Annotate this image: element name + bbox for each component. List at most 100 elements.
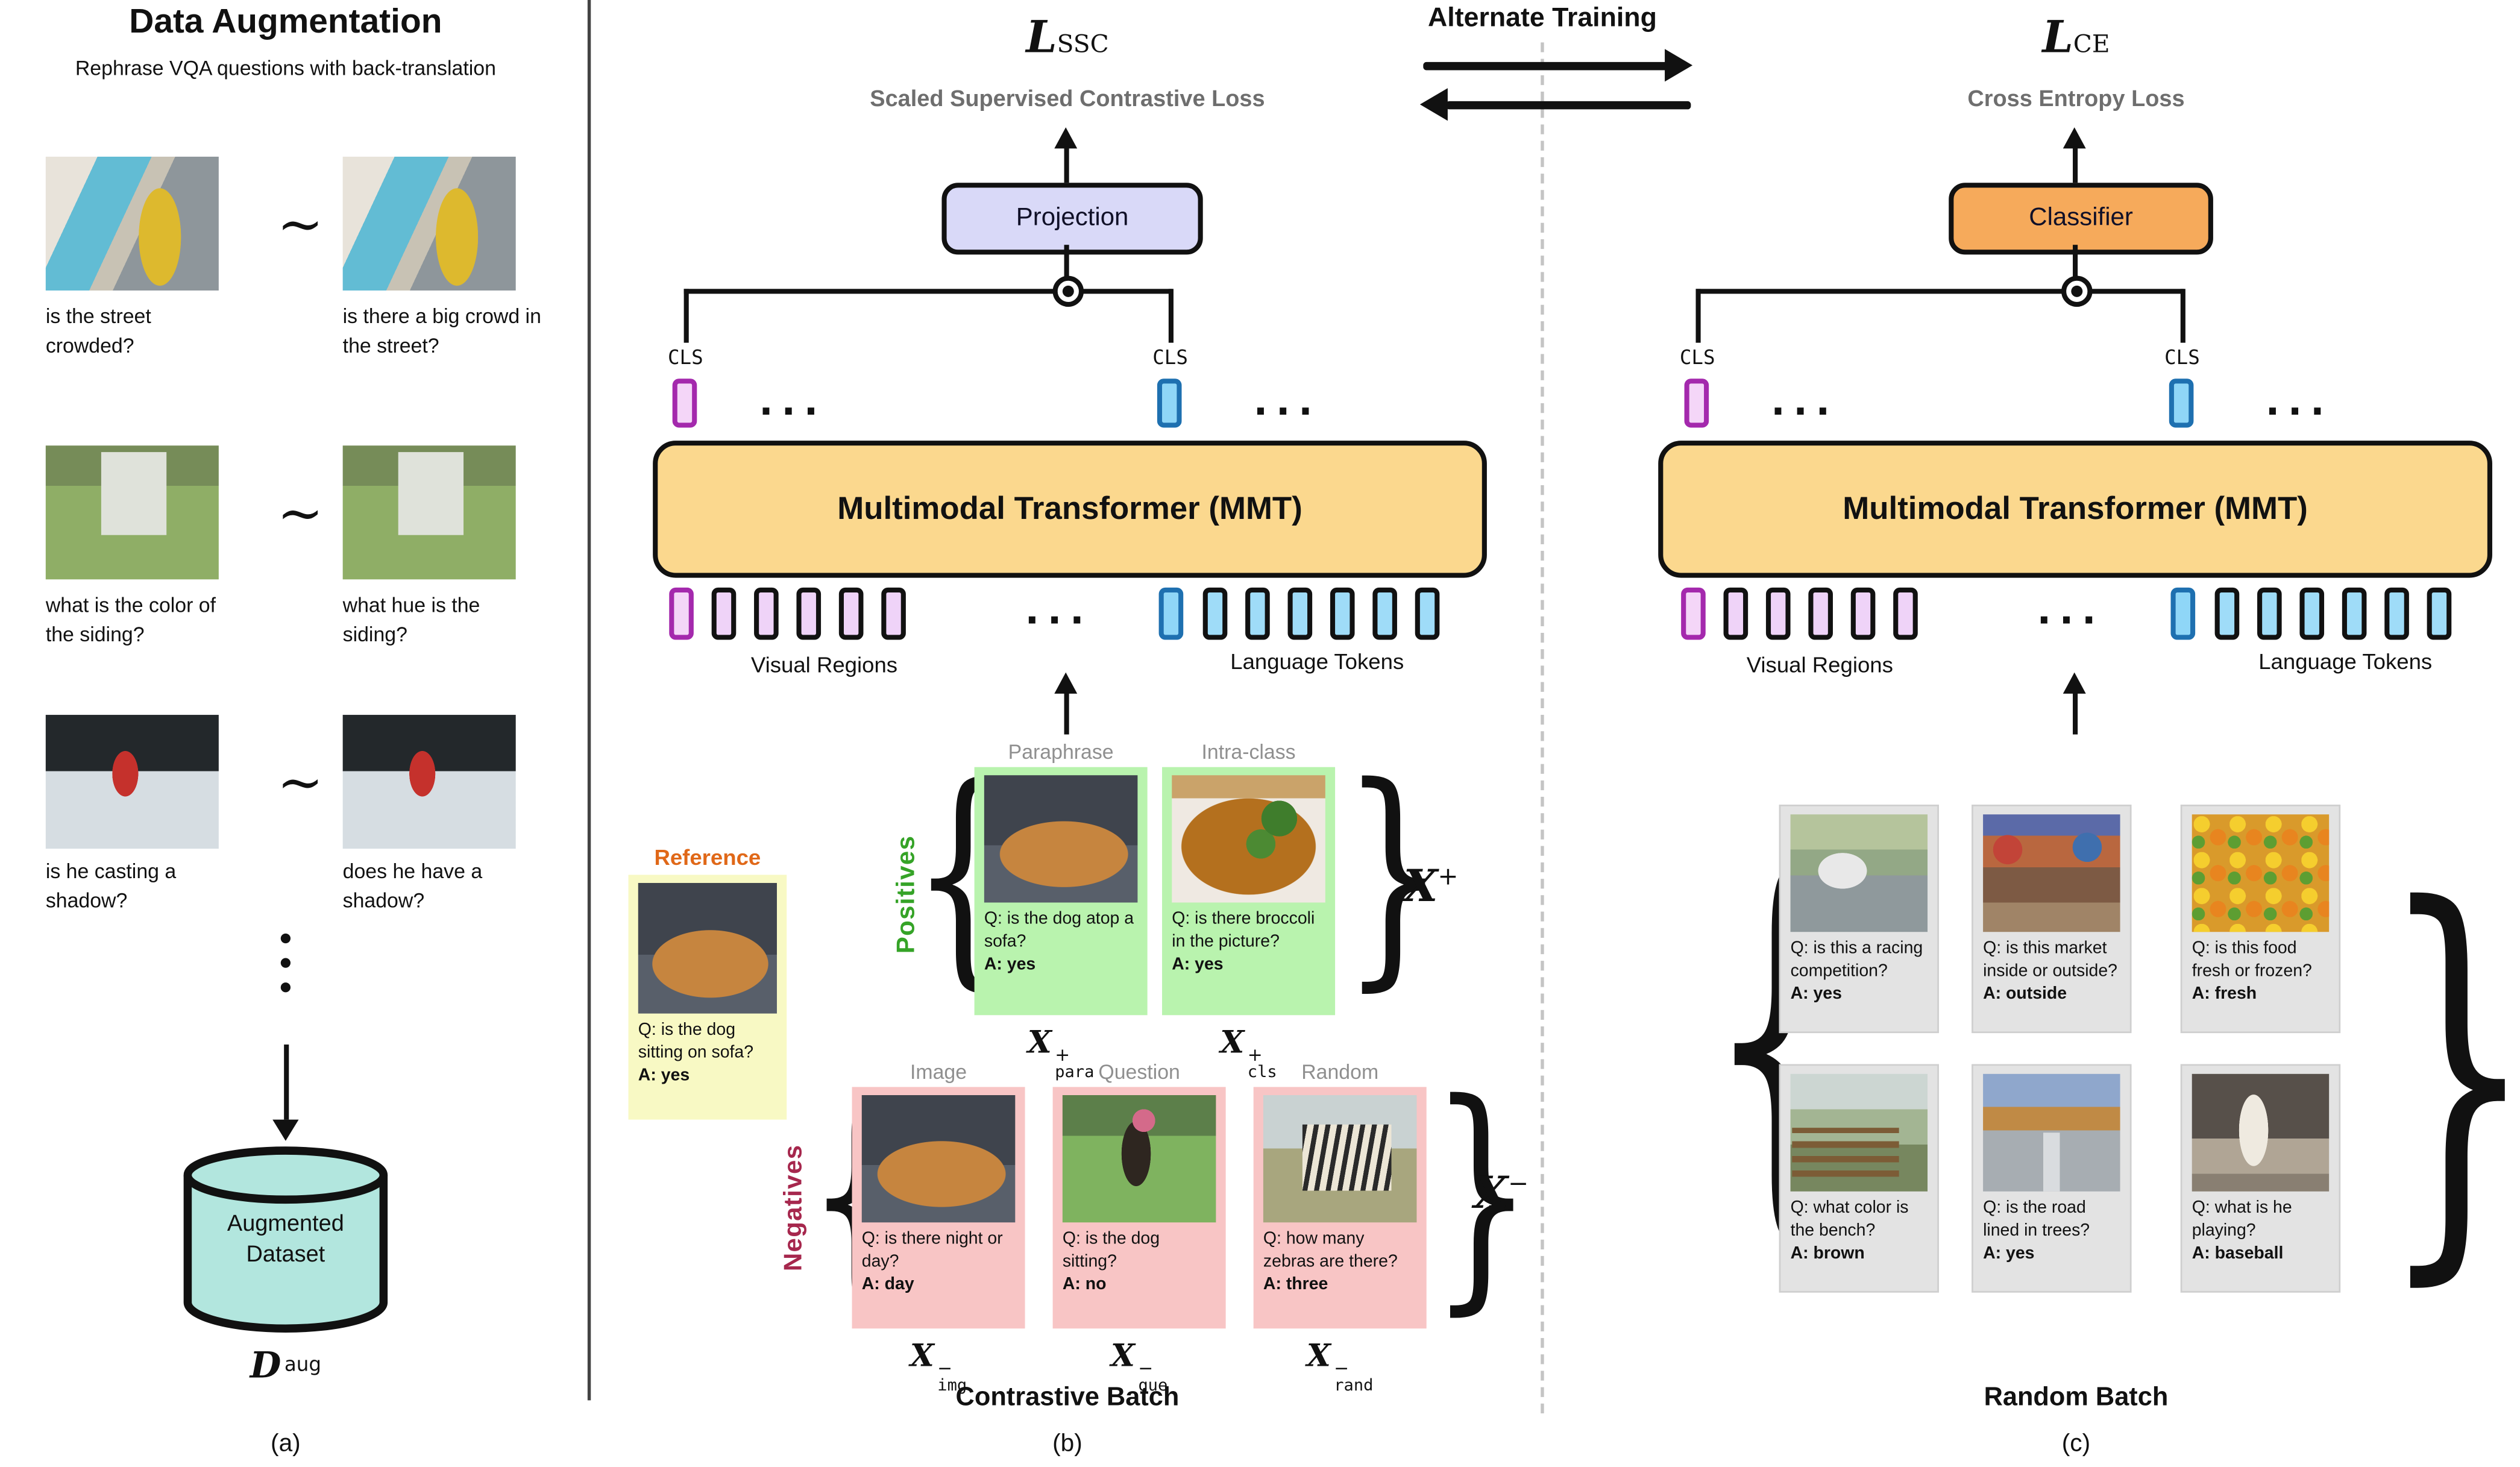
image-header: Image bbox=[910, 1061, 967, 1084]
arrow-right-icon bbox=[1665, 49, 1693, 82]
image-negative-card: Q: is there night or day? A: day bbox=[852, 1087, 1025, 1329]
card-answer: A: yes bbox=[1983, 1244, 2035, 1264]
negatives-right-brace: } bbox=[1430, 1050, 1534, 1337]
baseball-player-photo bbox=[2192, 1073, 2330, 1192]
tilde-icon: ~ bbox=[277, 750, 324, 816]
ellipsis: ... bbox=[1771, 382, 1838, 425]
racing-card: Q: is this a racing competition? A: yes bbox=[1779, 804, 1939, 1034]
pair2-left-question: what is the color of the siding? bbox=[45, 594, 216, 646]
card-question: Q: is the road lined in trees? bbox=[1983, 1198, 2090, 1240]
arrow-left-icon bbox=[1419, 88, 1448, 121]
language-cls-token bbox=[1157, 379, 1182, 428]
visual-token bbox=[796, 587, 822, 640]
classifier-connector bbox=[2073, 245, 2077, 291]
paraphrase-header: Paraphrase bbox=[1008, 741, 1114, 764]
arrow-down-icon bbox=[272, 1119, 299, 1141]
panel-a-title: Data Augmentation bbox=[129, 3, 442, 41]
language-cls-token bbox=[2169, 379, 2194, 428]
positives-right-brace: } bbox=[1341, 735, 1446, 1013]
visual-token bbox=[881, 587, 906, 640]
ellipsis: ... bbox=[759, 382, 826, 425]
language-token bbox=[2170, 587, 2196, 640]
house-siding-photo-augmented bbox=[342, 445, 516, 580]
bench-card: Q: what color is the bench? A: brown bbox=[1779, 1064, 1939, 1293]
bench-photo bbox=[1790, 1073, 1928, 1192]
mmt-box-b: Multimodal Transformer (MMT) bbox=[653, 441, 1487, 578]
card-answer: A: brown bbox=[1790, 1244, 1865, 1264]
road-card: Q: is the road lined in trees? A: yes bbox=[1972, 1064, 2132, 1293]
ellipsis: ... bbox=[1025, 591, 1093, 633]
language-tokens-label-c: Language Tokens bbox=[2258, 649, 2433, 674]
arrow-up-icon bbox=[1054, 127, 1078, 149]
baseball-card: Q: what is he playing? A: baseball bbox=[2180, 1064, 2341, 1293]
panel-b-caption: (b) bbox=[1052, 1430, 1082, 1458]
panel-divider-ab bbox=[587, 0, 590, 1401]
visual-regions-label-b: Visual Regions bbox=[750, 653, 898, 677]
pair1-left-question: is the street crowded? bbox=[45, 305, 151, 357]
paraphrase-tag: X+para bbox=[1027, 1025, 1095, 1082]
skier-photo-augmented bbox=[342, 715, 516, 849]
language-token bbox=[1415, 587, 1440, 640]
reference-label: Reference bbox=[654, 845, 761, 870]
visual-regions-label-c: Visual Regions bbox=[1746, 653, 1893, 677]
street-hydrant-photo bbox=[45, 156, 219, 291]
arrow-up-icon bbox=[2063, 127, 2086, 149]
contrastive-batch-label: Contrastive Batch bbox=[955, 1384, 1180, 1412]
intra-class-tag: X+cls bbox=[1220, 1025, 1277, 1082]
arrow-up-icon bbox=[2063, 672, 2086, 694]
card-question: Q: what is he playing? bbox=[2192, 1198, 2292, 1240]
card-answer: A: yes bbox=[1790, 984, 1842, 1005]
question-negative-tag: X−que bbox=[1110, 1338, 1168, 1395]
language-token bbox=[2384, 587, 2409, 640]
negatives-set-symbol: X− bbox=[1474, 1168, 1529, 1219]
arrow-up-icon bbox=[1054, 672, 1078, 694]
zebras-photo bbox=[1263, 1095, 1417, 1223]
dog-on-sofa-photo bbox=[984, 775, 1138, 903]
visual-token bbox=[1850, 587, 1876, 640]
skier-photo bbox=[45, 715, 219, 849]
card-answer: A: yes bbox=[638, 1066, 690, 1086]
language-token bbox=[1158, 587, 1184, 640]
ce-loss-name: Cross Entropy Loss bbox=[1967, 84, 2185, 112]
augmented-dataset-label: Augmented Dataset bbox=[227, 1209, 344, 1267]
visual-token bbox=[1723, 587, 1749, 640]
card-answer: A: outside bbox=[1983, 984, 2067, 1005]
random-negative-card: Q: how many zebras are there? A: three bbox=[1253, 1087, 1427, 1329]
card-question: Q: what color is the bench? bbox=[1790, 1198, 1909, 1240]
pair3-left-question: is he casting a shadow? bbox=[45, 860, 177, 912]
pair2-right-question: what hue is the siding? bbox=[342, 594, 480, 646]
language-tokens-label-b: Language Tokens bbox=[1230, 649, 1404, 674]
gather-node-icon bbox=[1052, 275, 1084, 307]
panel-c-caption: (c) bbox=[2061, 1430, 2091, 1458]
house-siding-photo bbox=[45, 445, 219, 580]
visual-cls-token bbox=[1684, 379, 1709, 428]
dog-on-sofa-photo bbox=[861, 1095, 1016, 1223]
ellipsis: ... bbox=[1253, 382, 1321, 425]
card-question: Q: is this food fresh or frozen? bbox=[2192, 938, 2312, 981]
cls-label-visual-b: CLS bbox=[667, 346, 703, 369]
language-token bbox=[1202, 587, 1228, 640]
question-header: Question bbox=[1098, 1061, 1180, 1084]
visual-token bbox=[1765, 587, 1791, 640]
card-question: Q: is this market inside or outside? bbox=[1983, 938, 2117, 981]
visual-token bbox=[669, 587, 694, 640]
dataset-cylinder-icon bbox=[183, 1146, 388, 1333]
visual-token bbox=[1808, 587, 1833, 640]
gather-node-icon bbox=[2061, 275, 2093, 307]
cls-label-language-b: CLS bbox=[1152, 346, 1188, 369]
language-token bbox=[1372, 587, 1397, 640]
ellipsis: ... bbox=[2037, 591, 2105, 633]
cls-gather-line-c bbox=[1695, 289, 2184, 294]
card-answer: A: baseball bbox=[2192, 1244, 2284, 1264]
alternate-arrow-right bbox=[1423, 61, 1668, 70]
tree-lined-road-photo bbox=[1983, 1073, 2120, 1192]
language-token bbox=[2342, 587, 2367, 640]
language-token bbox=[2299, 587, 2325, 640]
visual-token bbox=[1893, 587, 1918, 640]
tilde-icon: ~ bbox=[277, 481, 324, 547]
random-batch-label: Random Batch bbox=[1984, 1384, 2169, 1412]
language-token bbox=[2427, 587, 2452, 640]
ssc-loss-symbol: LSSC bbox=[1026, 13, 1109, 64]
